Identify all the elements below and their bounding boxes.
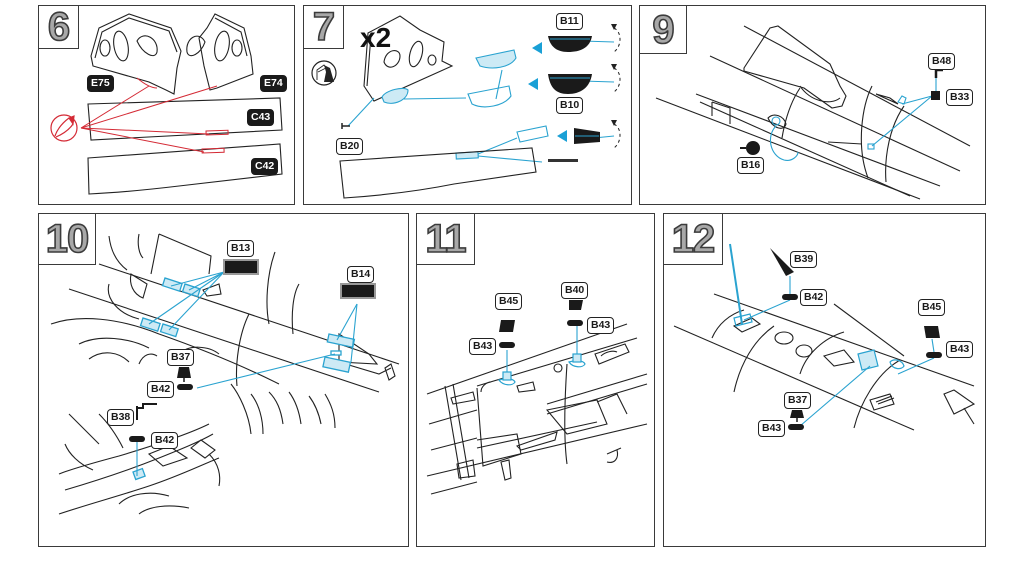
black-pe-parts [740, 68, 943, 155]
part-label-b10: B10 [556, 97, 584, 114]
step-number: 6 [47, 5, 71, 49]
step-10-drawing [50, 233, 400, 515]
step-number-box: 7 [303, 5, 344, 49]
part-label-b45: B45 [918, 299, 946, 316]
part-label-c42: C42 [251, 158, 279, 175]
part-label-b37: B37 [167, 349, 195, 366]
fuselage-outline [655, 25, 971, 200]
step-12-drawing [673, 243, 976, 431]
part-label-b48: B48 [928, 53, 956, 70]
step-7-panel: 7 x2 B11 B10 B20 [303, 5, 632, 205]
quantity-multiplier: x2 [360, 22, 392, 53]
placement-lines [506, 326, 578, 372]
fuselage-panel-outline [339, 147, 537, 199]
part-label-b45: B45 [495, 293, 523, 310]
step-6-drawing [50, 13, 283, 195]
cut-remove-detail-icon [50, 114, 78, 142]
b16-part [746, 141, 760, 155]
part-label-e74: E74 [260, 75, 287, 92]
placement-lines [743, 276, 935, 427]
canopy-side-part-outline [363, 15, 454, 102]
part-label-b20: B20 [336, 138, 364, 155]
step-6-panel: 6 E75 E74 C43 C42 [38, 5, 295, 205]
removal-lines [80, 77, 229, 154]
part-label-b43: B43 [758, 420, 786, 437]
part-label-b42: B42 [151, 432, 179, 449]
step-number: 11 [425, 217, 468, 261]
part-label-b39: B39 [790, 251, 818, 268]
black-pe-parts [499, 300, 583, 348]
step-number-box: 11 [416, 213, 475, 265]
part-label-b43: B43 [469, 338, 497, 355]
photo-etch-placement [729, 243, 905, 371]
photo-etch-placement-lines [769, 78, 937, 161]
step-number: 12 [671, 217, 716, 261]
part-c42-outline [87, 143, 283, 195]
black-pe-parts [129, 259, 376, 442]
photo-etch-placement [498, 353, 586, 386]
step-10-panel: 10 B13 B14 B37 B42 B38 B42 [38, 213, 409, 547]
part-label-c43: C43 [247, 109, 275, 126]
black-pe-parts [770, 248, 942, 430]
step-9-panel: 9 B48 B33 B16 [639, 5, 986, 205]
step-number-box: 12 [663, 213, 723, 265]
part-e75-outline [90, 13, 182, 95]
step-number: 10 [45, 217, 90, 261]
part-label-e75: E75 [87, 75, 114, 92]
part-label-b37: B37 [784, 392, 812, 409]
step-9-drawing [655, 25, 971, 200]
fuselage-outline [426, 323, 648, 495]
step-7-drawing [311, 15, 621, 199]
step-number-box: 6 [38, 5, 79, 49]
bend-photo-etch-icon [311, 60, 337, 86]
step-number: 7 [312, 5, 336, 49]
step-12-panel: 12 B39 B42 B45 B43 B37 B43 [663, 213, 986, 547]
step-number-box: 9 [639, 5, 687, 54]
part-e74-outline [186, 13, 254, 91]
part-label-b14: B14 [347, 266, 375, 283]
part-label-b33: B33 [946, 89, 974, 106]
part-label-b38: B38 [107, 409, 135, 426]
placement-arrows [528, 42, 567, 142]
photo-etch-parts [347, 40, 615, 163]
part-label-b11: B11 [556, 13, 583, 30]
part-label-b42: B42 [800, 289, 828, 306]
step-11-panel: 11 B45 B43 B40 B43 [416, 213, 655, 547]
part-label-b40: B40 [561, 282, 589, 299]
step-11-drawing [426, 300, 648, 495]
photo-etch-placement [132, 277, 356, 481]
placement-lines [136, 271, 358, 476]
step-number: 9 [652, 7, 676, 52]
bend-arrow-icon [613, 27, 621, 149]
part-label-b13: B13 [227, 240, 255, 257]
part-label-b43: B43 [946, 341, 974, 358]
fuselage-outline [50, 233, 400, 515]
part-label-b16: B16 [737, 157, 765, 174]
step-number-box: 10 [38, 213, 96, 265]
part-label-b42: B42 [147, 381, 175, 398]
black-pe-parts [341, 36, 600, 162]
part-label-b43: B43 [587, 317, 615, 334]
